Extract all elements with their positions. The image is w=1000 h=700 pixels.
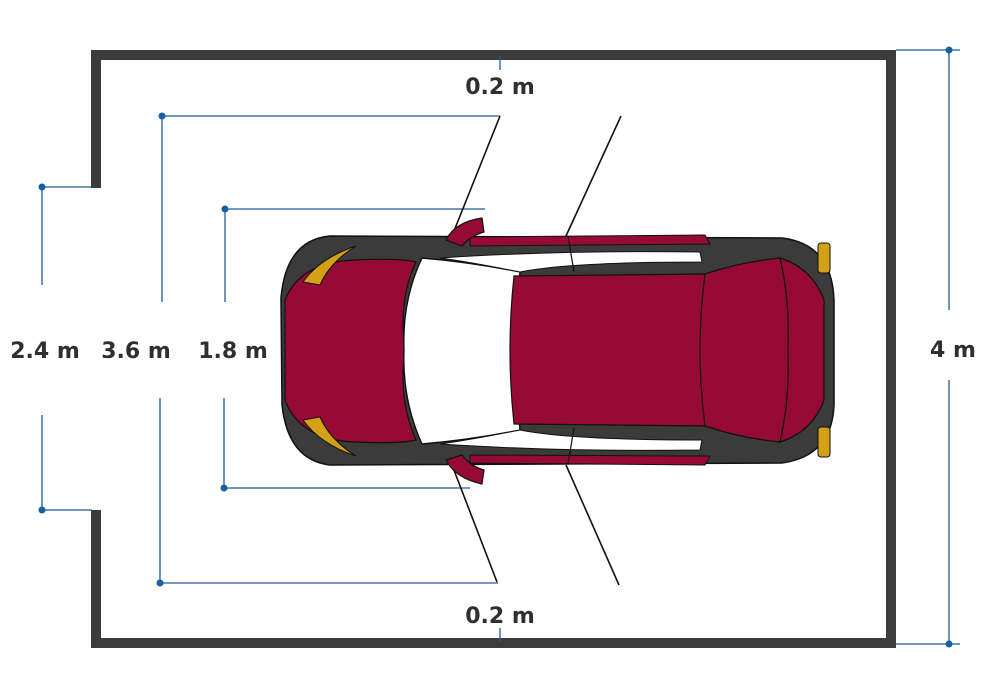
car-right-window xyxy=(439,429,703,451)
car-hood xyxy=(284,258,417,444)
car-left-mirror xyxy=(445,217,485,247)
car-taillight-right xyxy=(817,426,831,458)
top-gap-label: 0.2 m xyxy=(465,75,535,100)
dim-dot xyxy=(38,506,46,514)
car-headlight-right xyxy=(302,416,357,457)
dim-dot xyxy=(945,46,953,54)
car-right-side-rail xyxy=(469,454,711,466)
dim-dot xyxy=(38,183,46,191)
car-taillight-left xyxy=(817,242,831,274)
door-opening-label: 2.4 m xyxy=(10,339,80,364)
car-left-side-rail xyxy=(469,234,711,247)
leader-lines xyxy=(451,115,622,586)
front-door-leader-bottom xyxy=(451,464,498,583)
rear-door-leader-bottom xyxy=(565,464,620,586)
dimension-dots xyxy=(38,46,953,648)
dimension-labels: 0.2 m 0.2 m 2.4 m 3.6 m 1.8 m 4 m xyxy=(10,75,976,629)
bottom-gap-label: 0.2 m xyxy=(465,604,535,629)
dim-dot xyxy=(221,205,229,213)
car-headlight-left xyxy=(302,245,357,286)
inner-width-label: 3.6 m xyxy=(101,339,171,364)
dim-dot xyxy=(220,484,228,492)
dim-dot xyxy=(156,579,164,587)
rear-door-leader-top xyxy=(565,115,622,237)
garage-width-label: 4 m xyxy=(930,338,976,363)
car-trunk xyxy=(779,257,825,443)
car-windshield xyxy=(403,257,521,445)
car-left-window xyxy=(439,251,703,273)
front-door-leader-top xyxy=(451,115,501,237)
car-top-view xyxy=(280,217,835,485)
dim-dot xyxy=(158,112,166,120)
garage-walls xyxy=(91,50,896,648)
car-rear-window xyxy=(699,257,789,443)
car-right-mirror xyxy=(445,454,485,485)
car-door-seam-right xyxy=(567,427,575,465)
car-roof xyxy=(509,273,706,427)
car-door-seam-left xyxy=(567,235,575,273)
dim-dot xyxy=(945,640,953,648)
car-width-label: 1.8 m xyxy=(198,339,268,364)
garage-wall-outline xyxy=(91,50,896,648)
